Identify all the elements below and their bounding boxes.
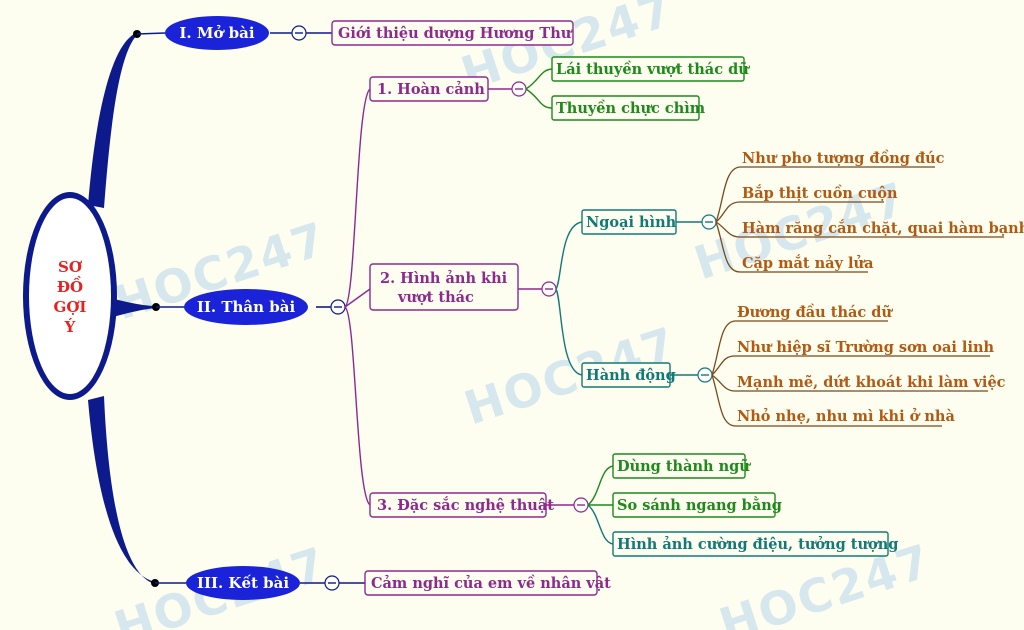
collapse-ket-bai-button[interactable] — [324, 575, 340, 591]
collapse-mo-bai-button[interactable] — [291, 25, 307, 41]
leaf-ham-rang[interactable]: Hàm răng cắn chặt, quai hàm bạnh — [742, 219, 1024, 237]
lai-thuyen-label: Lái thuyền vượt thác dữ — [556, 61, 750, 78]
node-thanh-ngu[interactable]: Dùng thành ngữ — [612, 453, 751, 479]
cuong-dieu-label: Hình ảnh cường điệu, tưởng tượng — [617, 536, 898, 553]
leaf-manh-me[interactable]: Mạnh mẽ, dứt khoát khi làm việc — [737, 374, 1006, 391]
leaf-bap-thit[interactable]: Bắp thịt cuồn cuộn — [742, 184, 898, 202]
hoan-canh-connectors — [525, 68, 553, 109]
leaf-cap-mat[interactable]: Cặp mắt nảy lửa — [742, 254, 874, 272]
node-thuyen-chuc-chim[interactable]: Thuyền chực chìm — [551, 95, 706, 121]
leaf-pho-tuong[interactable]: Như pho tượng đồng đúc — [742, 150, 945, 167]
hanh-dong-label: Hành động — [586, 367, 676, 384]
node-nghe-thuat[interactable]: 3. Đặc sắc nghệ thuật — [369, 492, 554, 518]
root-line-1: SƠ — [58, 258, 83, 276]
node-hanh-dong[interactable]: Hành động — [581, 362, 676, 388]
ngoai-hinh-label: Ngoại hình — [586, 214, 677, 231]
hinh-anh-line-2: vượt thác — [397, 289, 474, 306]
node-so-sanh[interactable]: So sánh ngang bằng — [612, 492, 782, 518]
branch-mo-bai[interactable]: I. Mở bài — [165, 16, 269, 50]
collapse-hinh-anh-button[interactable] — [541, 281, 557, 297]
hoan-canh-label: 1. Hoàn cảnh — [377, 81, 485, 98]
root-line-4: Ý — [64, 318, 76, 336]
node-gioi-thieu[interactable]: Giới thiệu dượng Hương Thư — [331, 20, 574, 46]
root-line-2: ĐỒ — [57, 276, 83, 296]
node-ngoai-hinh[interactable]: Ngoại hình — [581, 209, 677, 235]
thanh-ngu-label: Dùng thành ngữ — [617, 458, 751, 475]
branch-than-bai[interactable]: II. Thân bài — [184, 289, 308, 325]
hinh-anh-connectors — [555, 221, 702, 376]
leaf-hiep-si[interactable]: Như hiệp sĩ Trường sơn oai linh — [737, 339, 994, 356]
hanh-dong-connectors — [711, 320, 990, 427]
mo-bai-label: I. Mở bài — [179, 24, 254, 42]
gioi-thieu-label: Giới thiệu dượng Hương Thư — [338, 25, 573, 42]
root-line-3: GỢI — [54, 298, 87, 316]
node-hinh-anh[interactable]: 2. Hình ảnh khi vượt thác — [369, 263, 519, 311]
ket-bai-label: III. Kết bài — [197, 574, 289, 592]
collapse-ngoai-hinh-button[interactable] — [701, 214, 717, 230]
main-trunks — [88, 33, 156, 584]
cam-nghi-label: Cảm nghĩ của em về nhân vật — [371, 575, 611, 592]
branch-ket-bai[interactable]: III. Kết bài — [186, 566, 300, 600]
collapse-hanh-dong-button[interactable] — [697, 367, 713, 383]
leaf-duong-dau[interactable]: Đương đầu thác dữ — [737, 304, 893, 321]
ngoai-hinh-connectors — [715, 166, 1004, 273]
collapse-nghe-thuat-button[interactable] — [573, 497, 589, 513]
root-node: SƠ ĐỒ GỢI Ý — [23, 192, 117, 400]
so-sanh-label: So sánh ngang bằng — [617, 496, 782, 514]
than-bai-connectors — [344, 88, 574, 506]
nghe-thuat-teal-connector — [587, 504, 614, 545]
hinh-anh-line-1: 2. Hình ảnh khi — [380, 270, 508, 287]
node-lai-thuyen[interactable]: Lái thuyền vượt thác dữ — [551, 56, 750, 82]
nghe-thuat-green-connectors — [587, 465, 614, 506]
node-cuong-dieu[interactable]: Hình ảnh cường điệu, tưởng tượng — [612, 531, 898, 557]
nghe-thuat-label: 3. Đặc sắc nghệ thuật — [377, 496, 554, 514]
thuyen-chuc-chim-label: Thuyền chực chìm — [556, 100, 706, 117]
leaf-nho-nhe[interactable]: Nhỏ nhẹ, nhu mì khi ở nhà — [737, 408, 955, 425]
than-bai-label: II. Thân bài — [197, 298, 296, 316]
main-connectors — [136, 32, 365, 584]
node-cam-nghi[interactable]: Cảm nghĩ của em về nhân vật — [364, 570, 611, 596]
collapse-hoan-canh-button[interactable] — [511, 81, 527, 97]
collapse-than-bai-button[interactable] — [330, 299, 346, 315]
node-hoan-canh[interactable]: 1. Hoàn cảnh — [369, 76, 489, 102]
